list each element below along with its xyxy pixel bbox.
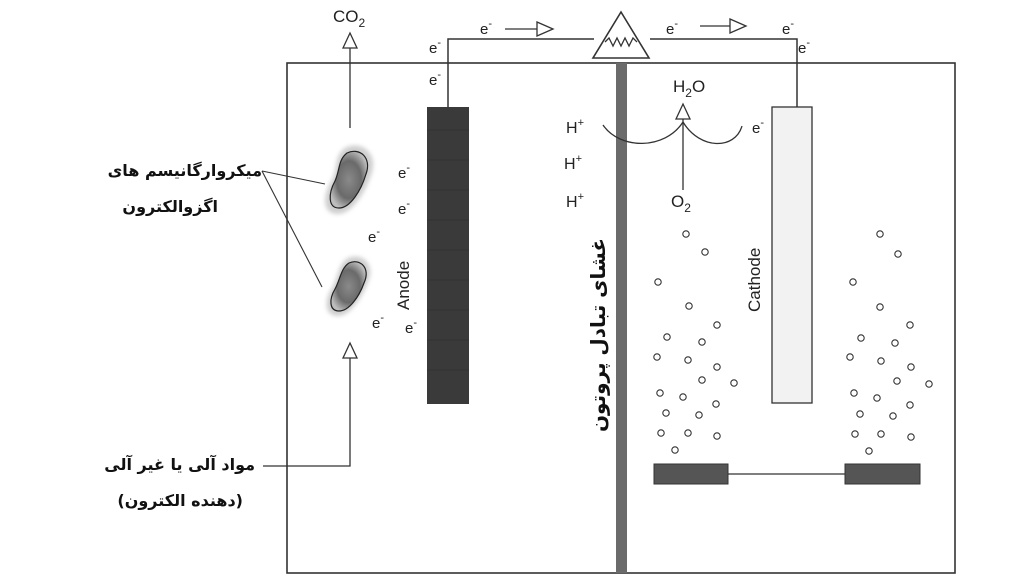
co2-label: CO2 xyxy=(333,7,366,30)
svg-text:e-: e- xyxy=(752,117,764,137)
svg-text:e-: e- xyxy=(429,37,441,57)
svg-text:e-: e- xyxy=(372,312,384,332)
h2o-label: H2O xyxy=(673,77,705,100)
membrane-label: غشای تبادل پروتون xyxy=(586,238,611,432)
cathode-electrons: e- e- e- e- xyxy=(666,18,810,137)
svg-text:H+: H+ xyxy=(566,191,584,211)
svg-text:e-: e- xyxy=(798,37,810,57)
external-circuit-wire-right xyxy=(650,38,798,107)
diffuser-left xyxy=(653,463,729,485)
cathode-label: Cathode xyxy=(745,248,764,312)
electron-flow-arrow-right xyxy=(700,18,748,34)
microorganism-label-line1: میکروارگانیسم های xyxy=(108,161,262,180)
svg-text:e-: e- xyxy=(666,18,678,38)
o2-label: O2 xyxy=(671,192,691,215)
diffuser-right xyxy=(844,463,921,485)
bacterium-icon-top xyxy=(325,145,374,214)
svg-text:e-: e- xyxy=(782,18,794,38)
reaction-curves xyxy=(602,118,743,190)
membrane xyxy=(616,63,627,573)
svg-text:e-: e- xyxy=(368,226,380,246)
anode-electrons: e- e- e- e- e- e- e- e- xyxy=(368,18,492,337)
aeration-bubbles xyxy=(653,230,933,455)
anode-texture xyxy=(427,129,469,371)
protons: H+ H+ H+ xyxy=(564,117,584,211)
co2-arrow xyxy=(341,31,359,128)
substrate-label-line2: (دهنده الکترون) xyxy=(117,491,243,510)
svg-text:e-: e- xyxy=(429,69,441,89)
svg-text:e-: e- xyxy=(405,317,417,337)
substrate-label-line1: مواد آلی یا غیر آلی xyxy=(104,454,255,474)
substrate-arrow xyxy=(263,341,359,467)
svg-text:H+: H+ xyxy=(564,153,582,173)
anode-label: Anode xyxy=(394,261,413,310)
external-circuit-wire xyxy=(447,38,594,107)
electron-flow-arrow-left xyxy=(505,21,555,37)
svg-text:H+: H+ xyxy=(566,117,584,137)
svg-text:e-: e- xyxy=(398,162,410,182)
resistor-icon xyxy=(591,10,651,59)
bacterium-icon-bottom xyxy=(326,256,371,316)
svg-text:e-: e- xyxy=(480,18,492,38)
microorganism-label-line2: اگزوالکترون xyxy=(122,197,218,216)
svg-text:e-: e- xyxy=(398,198,410,218)
microorganism-pointer-lines xyxy=(261,170,326,288)
cathode-electrode xyxy=(771,106,813,404)
anode-electrode xyxy=(427,107,469,404)
h2o-arrow-icon xyxy=(674,102,692,120)
